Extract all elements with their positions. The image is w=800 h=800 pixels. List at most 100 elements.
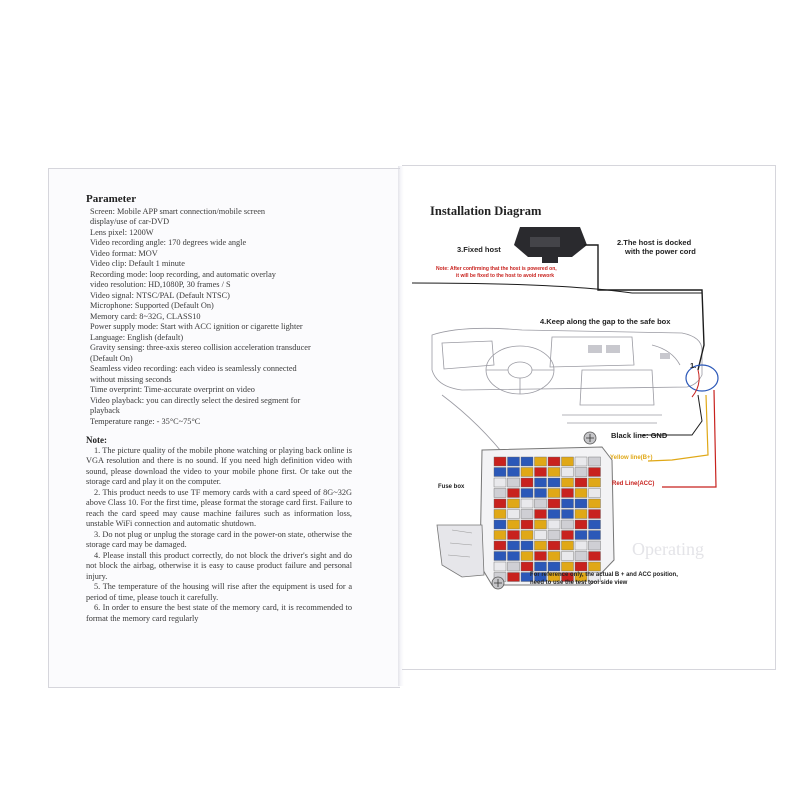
fuse-slot xyxy=(534,530,547,540)
parameter-line: Video clip: Default 1 minute xyxy=(90,259,185,268)
step2-label-line1: 2.The host is docked xyxy=(617,238,692,247)
fuse-slot xyxy=(588,561,601,572)
fuse-slot xyxy=(493,561,507,572)
dashboard-outline xyxy=(431,327,703,466)
fuse-slot xyxy=(561,509,574,519)
fuse-slot xyxy=(574,498,588,509)
fuse-slot xyxy=(547,477,561,488)
fuse-slot xyxy=(534,519,547,530)
fuse-slot xyxy=(507,456,520,467)
fuse-slot xyxy=(574,467,588,477)
fuse-slot xyxy=(588,498,601,509)
fuse-slot xyxy=(493,509,507,519)
parameter-line: Video playback: you can directly select … xyxy=(90,395,301,405)
fuse-slot xyxy=(574,488,588,498)
installation-diagram: Operating xyxy=(411,227,719,590)
fuse-slot xyxy=(493,530,507,540)
fuse-slot xyxy=(561,498,574,509)
fuse-slot xyxy=(493,551,507,561)
fuse-slot xyxy=(574,540,588,551)
fuse-slot xyxy=(507,477,520,488)
left-page-bottom-edge xyxy=(48,687,400,688)
fuse-slot xyxy=(534,488,547,498)
fuse-slot xyxy=(547,467,561,477)
parameter-line: Lens pixel: 1200W xyxy=(90,227,154,237)
step3-label: 3.Fixed host xyxy=(457,245,501,254)
fuse-slot xyxy=(588,456,601,467)
note-item: 5. The temperature of the housing will r… xyxy=(86,582,352,602)
fuse-slot xyxy=(493,467,507,477)
diagram-title: Installation Diagram xyxy=(430,204,542,218)
fuse-slot xyxy=(534,467,547,477)
fuse-slot xyxy=(574,477,588,488)
parameter-line: Video recording angle: 170 degrees wide … xyxy=(90,238,247,247)
note-item: 3. Do not plug or unplug the storage car… xyxy=(86,529,352,550)
fuse-slot xyxy=(561,551,574,561)
fuse-slot xyxy=(561,540,574,551)
parameter-line: Recording mode: loop recording, and auto… xyxy=(90,269,276,279)
fuse-slot xyxy=(561,561,574,572)
fuse-slot xyxy=(534,572,547,582)
fuse-slot xyxy=(507,519,520,530)
parameter-line: Time overprint: Time-accurate overprint … xyxy=(90,385,255,394)
dashcam-host xyxy=(514,227,587,263)
fuse-slot xyxy=(534,540,547,551)
fuse-slot xyxy=(493,498,507,509)
fuse-slot xyxy=(547,509,561,519)
note-item: 2. This product needs to use TF memory c… xyxy=(86,487,352,529)
right-page xyxy=(402,165,776,670)
page-fold xyxy=(398,166,404,686)
fuse-slot xyxy=(574,572,588,582)
black-line-label: Black line: GND xyxy=(611,431,668,440)
right-page-top-edge xyxy=(402,165,776,166)
fuse-slot xyxy=(547,519,561,530)
fuse-slot xyxy=(534,561,547,572)
parameter-title: Parameter xyxy=(86,193,137,205)
left-page-top-edge xyxy=(48,168,400,169)
fuse-slot xyxy=(561,519,574,530)
parameter-line: display/use of car-DVD xyxy=(90,217,170,226)
note-label-line1: Note: After confirming that the host is … xyxy=(436,266,557,272)
right-page-side-edge xyxy=(775,165,776,670)
step1-label: 1. xyxy=(690,361,697,370)
fuse-box-label: Fuse box xyxy=(438,484,465,490)
parameter-line: without missing seconds xyxy=(90,374,172,384)
red-line-label: Red Line(ACC) xyxy=(612,481,655,487)
fuse-slot xyxy=(588,488,601,498)
yellow-wire xyxy=(647,394,709,462)
parameter-line: playback xyxy=(90,406,120,415)
fuse-slot xyxy=(507,561,520,572)
fuse-slot xyxy=(507,540,520,551)
fuse-slot xyxy=(493,477,507,488)
fuse-slot xyxy=(574,551,588,561)
fuse-slot xyxy=(547,530,561,540)
fuse-slot xyxy=(507,488,520,498)
fuse-slot xyxy=(547,498,561,509)
note-list: 1. The picture quality of the mobile pho… xyxy=(86,446,352,625)
note-label-line2: it will be fixed to the host to avoid re… xyxy=(456,273,555,279)
parameter-line: Screen: Mobile APP smart connection/mobi… xyxy=(90,206,266,216)
parameter-line: (Default On) xyxy=(90,353,133,363)
fuse-slot xyxy=(561,477,574,488)
ground-screw xyxy=(583,431,597,445)
fuse-slot xyxy=(520,467,534,477)
dashboard-vents xyxy=(588,345,670,359)
fuse-slot xyxy=(520,572,534,582)
fuse-slot xyxy=(493,456,507,467)
fuse-slot xyxy=(534,498,547,509)
step1-wire-red xyxy=(691,369,700,398)
fuse-slot xyxy=(534,456,547,467)
fuse-slot xyxy=(507,467,520,477)
fuse-slot xyxy=(574,530,588,540)
fuse-slot xyxy=(493,540,507,551)
fuse-slot xyxy=(588,572,601,582)
parameter-line: Gravity sensing: three-axis stereo colli… xyxy=(90,343,311,352)
fuse-slot xyxy=(547,540,561,551)
parameter-line: Seamless video recording: each video is … xyxy=(90,364,297,373)
fuse-slot xyxy=(520,530,534,540)
fuse-slot xyxy=(588,519,601,530)
parameter-line: Power supply mode: Start with ACC igniti… xyxy=(90,322,303,331)
fuse-slot xyxy=(588,477,601,488)
fuse-slot xyxy=(493,519,507,530)
